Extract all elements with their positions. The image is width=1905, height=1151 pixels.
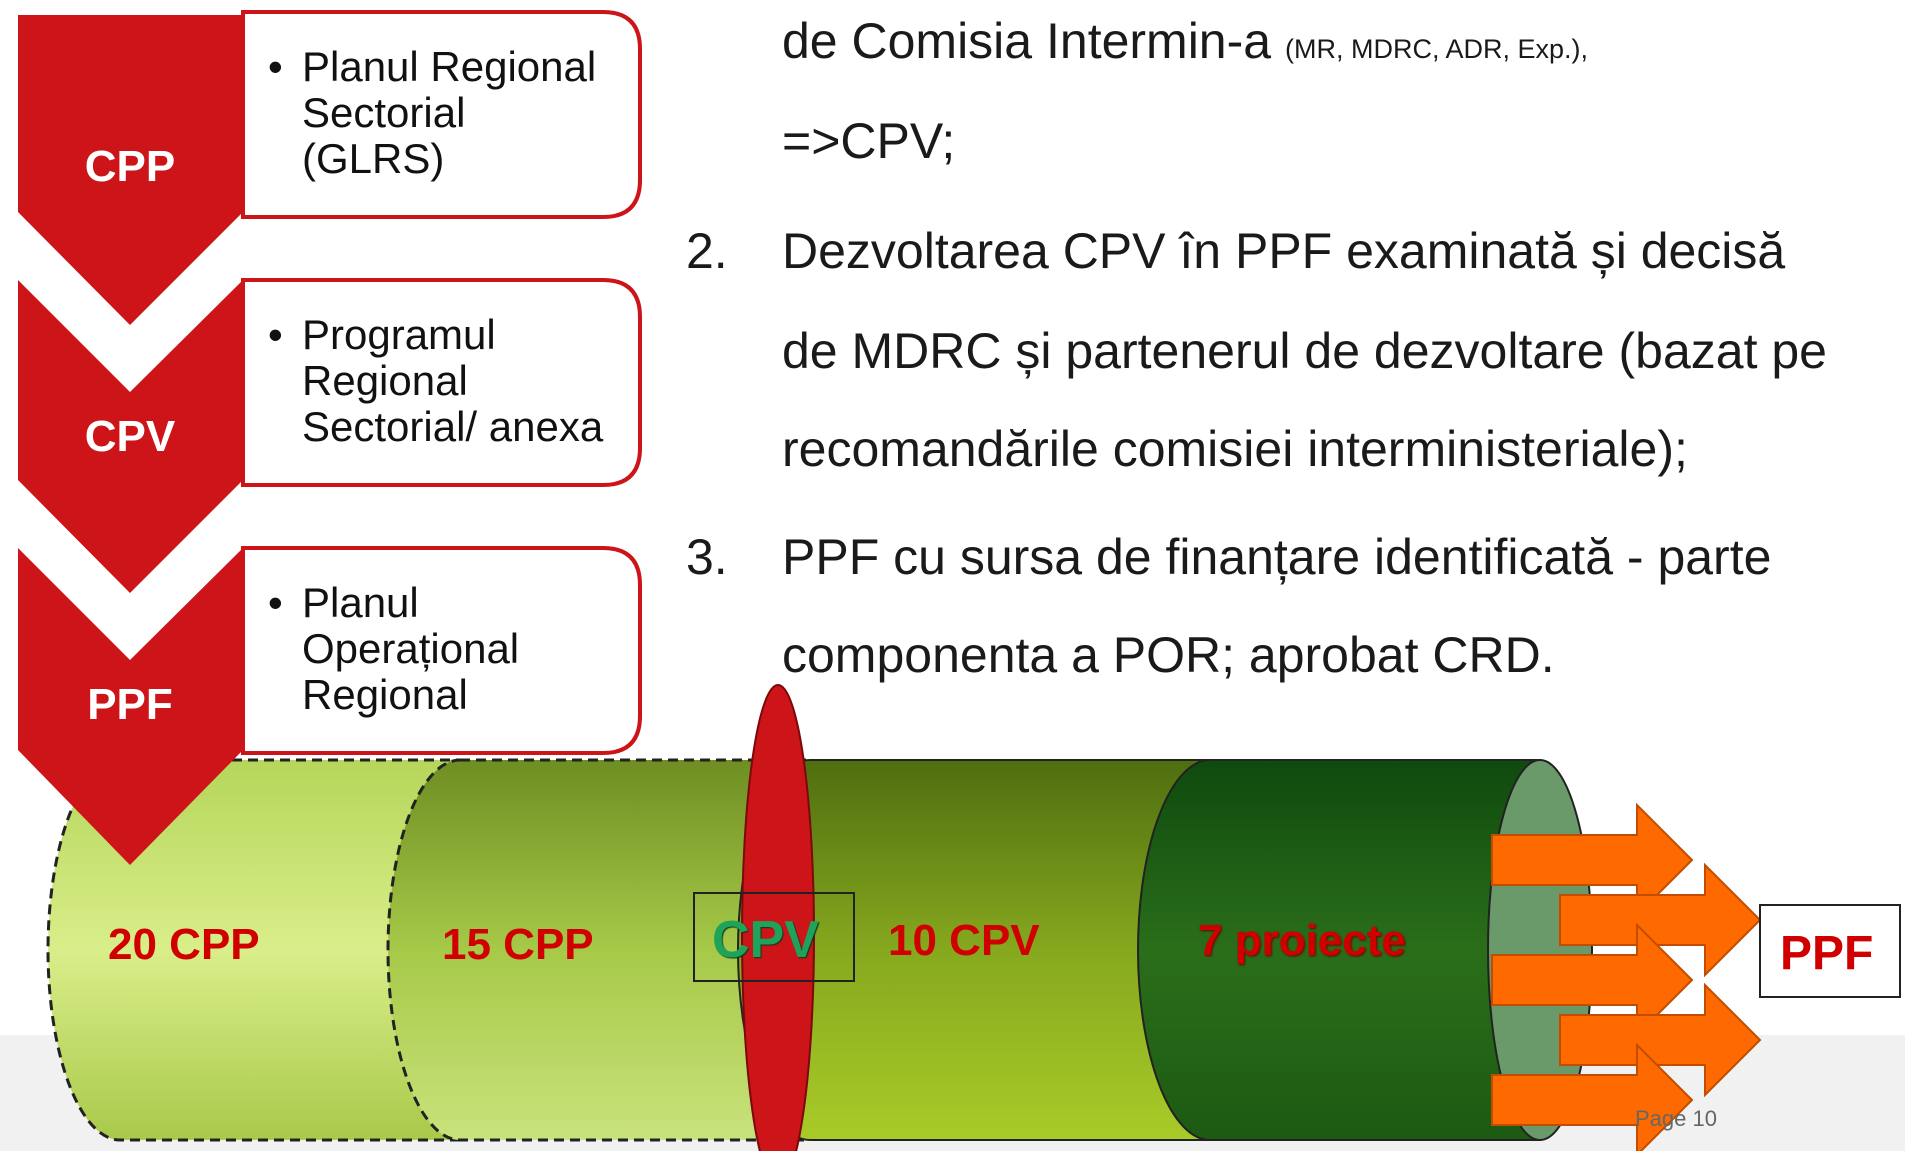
box-line: Sectorial/ anexa: [302, 403, 604, 450]
step3-line: PPF cu sursa de finanțare identificată -…: [782, 529, 1772, 585]
output-arrow: [1491, 1042, 1694, 1151]
step3-line: componenta a POR; aprobat CRD.: [782, 627, 1555, 683]
box-line: Regional: [302, 357, 468, 404]
stage-boxes: [241, 10, 642, 755]
page-number: Page 10: [1635, 1106, 1717, 1131]
stage-box-3-text: • Planul Operațional Regional: [268, 579, 520, 718]
pipe-label-7-proiecte: 7 proiecte: [1198, 916, 1406, 965]
box-line: Programul: [302, 311, 496, 358]
chevron-label-ppf: PPF: [87, 680, 173, 729]
pipe-label-10-cpv: 10 CPV: [888, 916, 1040, 965]
step1-main-text: de Comisia Intermin-a: [782, 13, 1285, 69]
chevron-cpp: [18, 15, 243, 325]
cpv-gate-label: CPV: [712, 911, 819, 969]
box-line: Sectorial: [302, 89, 466, 136]
box-line: (GLRS): [302, 135, 445, 182]
stage-box-1: [241, 10, 642, 219]
output-arrow: [1491, 802, 1694, 918]
box-line: Planul: [302, 579, 419, 626]
chevron-stack: [18, 15, 243, 865]
ppf-output-box: [1759, 904, 1901, 998]
stage-box-1-text: • Planul Regional Sectorial (GLRS): [268, 43, 597, 182]
pipe-label-20-cpp: 20 CPP: [108, 920, 260, 969]
bullet: •: [268, 43, 283, 90]
stage-box-2-text: • Programul Regional Sectorial/ anexa: [268, 311, 604, 450]
bullet: •: [268, 579, 283, 626]
output-arrow: [1559, 862, 1762, 978]
ppf-output-label: PPF: [1780, 927, 1874, 980]
step3-number: 3.: [686, 529, 728, 585]
stage-box-3: [241, 546, 642, 755]
pipe-segment-2: [386, 758, 812, 1142]
chevron-cpv: [18, 280, 243, 593]
step2-line: de MDRC și partenerul de dezvoltare (baz…: [782, 323, 1827, 379]
step2-line: Dezvoltarea CPV în PPF examinată și deci…: [782, 223, 1786, 279]
bullet: •: [268, 311, 283, 358]
step2-number: 2.: [686, 223, 728, 279]
output-arrows: [1491, 802, 1762, 1151]
step1-small-text: (MR, MDRC, ADR, Exp.),: [1284, 34, 1588, 64]
stage-box-2: [241, 278, 642, 487]
cpv-gate-box: [693, 892, 855, 982]
output-arrow: [1559, 982, 1762, 1098]
pipe-label-15-cpp: 15 CPP: [442, 920, 594, 969]
box-line: Operațional: [302, 625, 520, 672]
output-arrow: [1491, 922, 1694, 1038]
step1-line-2: =>CPV;: [782, 113, 956, 169]
cpv-gate-ellipse: [741, 684, 815, 1151]
step1-line-1: de Comisia Intermin-a (MR, MDRC, ADR, Ex…: [782, 12, 1588, 70]
chevron-ppf: [18, 548, 243, 865]
box-line: Regional: [302, 671, 468, 718]
pipe-segment-4: [1137, 759, 1541, 1141]
chevron-label-cpv: CPV: [84, 412, 176, 461]
box-line: Planul Regional: [302, 43, 597, 90]
step2-line: recomandările comisiei interministeriale…: [782, 421, 1688, 477]
chevron-label-cpp: CPP: [84, 142, 176, 191]
